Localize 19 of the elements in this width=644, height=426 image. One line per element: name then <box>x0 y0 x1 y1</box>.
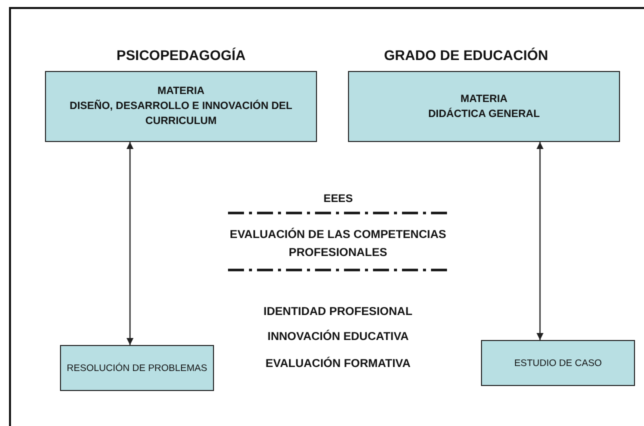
double-arrow <box>126 142 134 345</box>
text-box <box>60 345 214 391</box>
topic-text: EVALUACIÓN FORMATIVA <box>266 356 411 372</box>
text-box <box>45 71 317 142</box>
box-text: DIDÁCTICA GENERAL <box>428 106 540 122</box>
box-text: RESOLUCIÓN DE PROBLEMAS <box>66 362 208 374</box>
text-box <box>481 340 635 386</box>
topic-text: INNOVACIÓN EDUCATIVA <box>268 328 409 345</box>
box-text: MATERIA <box>460 92 508 106</box>
box-text: DISEÑO, DESARROLLO E INNOVACIÓN DEL CURRICULUM <box>68 99 294 129</box>
box-text: ESTUDIO DE CASO <box>514 356 602 370</box>
text-box <box>348 71 620 142</box>
double-arrow <box>536 142 544 340</box>
topic-text: IDENTIDAD PROFESIONAL <box>264 305 412 320</box>
column-heading: PSICOPEDAGOGÍA <box>116 46 246 64</box>
box-text: MATERIA <box>157 84 205 99</box>
section-heading: EEES <box>324 192 353 207</box>
column-heading: GRADO DE EDUCACIÓN <box>384 46 548 64</box>
section-heading: EVALUACIÓN DE LAS COMPETENCIAS PROFESIONALES <box>228 226 448 261</box>
